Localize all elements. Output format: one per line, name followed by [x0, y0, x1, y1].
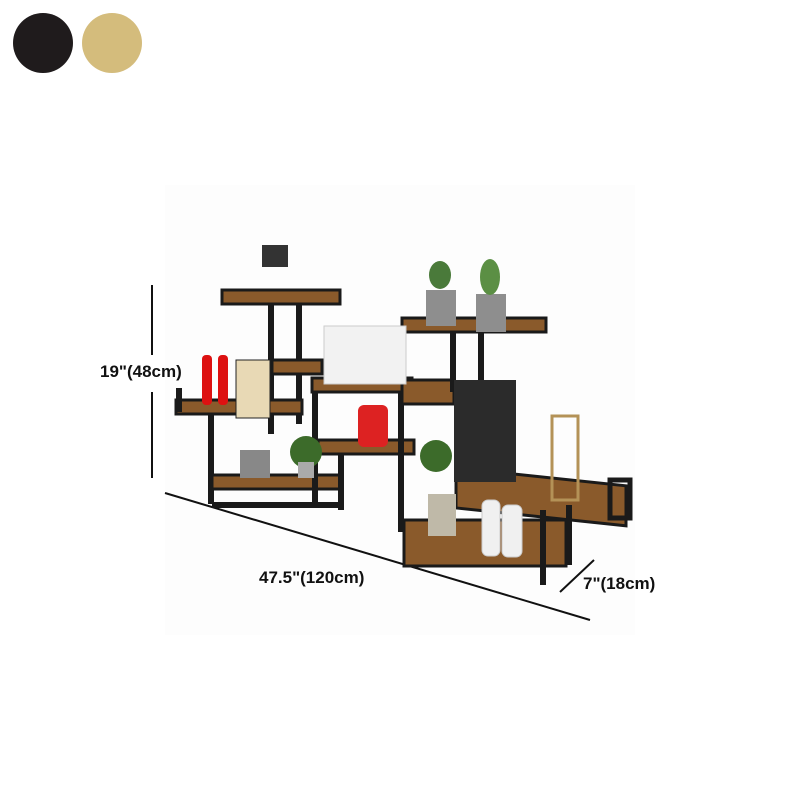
- color-swatch-black[interactable]: [13, 13, 73, 73]
- height-dimension-label: 19"(48cm): [100, 362, 182, 381]
- width-dimension-label: 47.5"(120cm): [259, 568, 365, 587]
- depth-dimension-label: 7"(18cm): [583, 574, 656, 593]
- color-swatch-gold[interactable]: [82, 13, 142, 73]
